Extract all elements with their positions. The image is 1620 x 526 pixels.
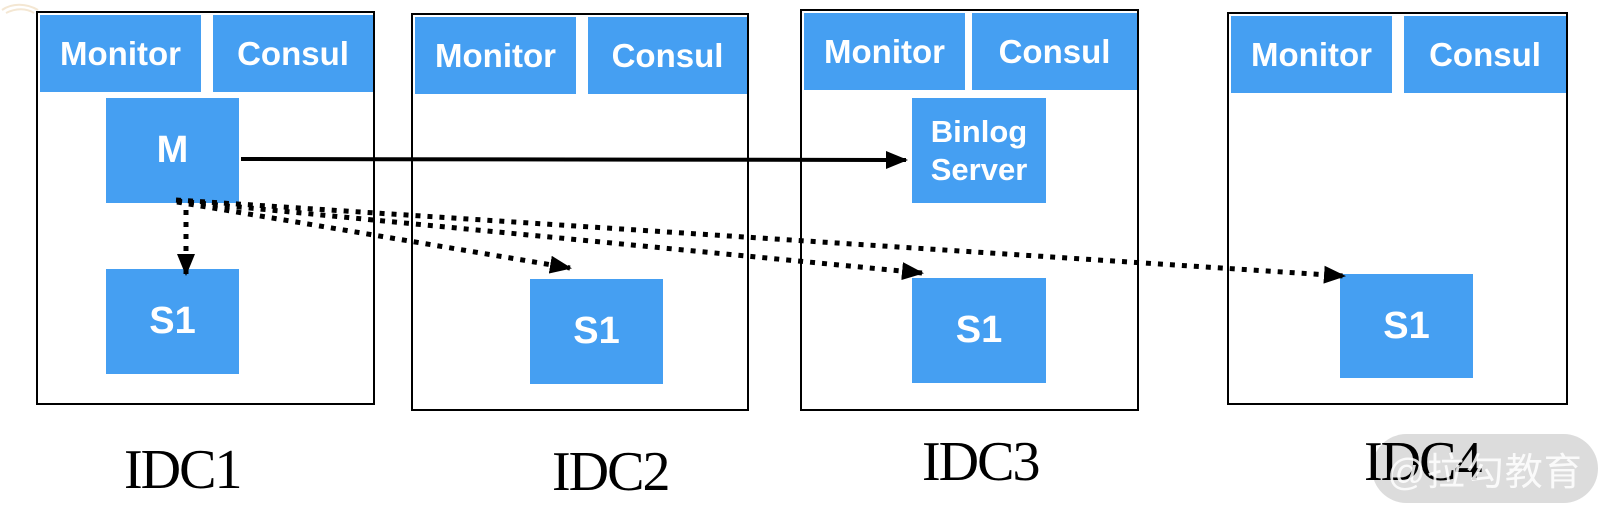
idc4-label: IDC4 [1364,431,1482,493]
idc3-monitor-box: Monitor [804,13,965,90]
idc3-monitor-label: Monitor [824,32,945,70]
watermark-text: @拉勾教育 [1387,452,1583,494]
idc1-monitor-box: Monitor [40,15,201,92]
stray-watermark-artifact [1,3,39,14]
idc3-consul-box: Consul [972,13,1137,90]
idc2-consul-label: Consul [611,36,724,74]
idc4-slave-label: S1 [1383,304,1430,347]
idc1-master-label: M [156,129,189,171]
idc1-monitor-label: Monitor [60,34,181,72]
idc3-slave-node: S1 [912,278,1046,383]
idc4-monitor-box: Monitor [1231,16,1392,93]
idc4-consul-box: Consul [1404,16,1566,93]
idc3-label: IDC3 [922,431,1040,493]
idc2-monitor-label: Monitor [435,36,556,74]
idc3-consul-label: Consul [998,32,1111,70]
idc3-box: Monitor Consul Binlog Server S1 [800,9,1139,411]
idc2-slave-node: S1 [530,279,663,384]
idc1-slave-node: S1 [106,269,239,374]
watermark-pill [1372,434,1598,503]
idc1-slave-label: S1 [149,300,196,342]
idc1-label: IDC1 [124,439,242,501]
idc1-master-node: M [106,98,239,203]
idc4-slave-node: S1 [1340,274,1473,378]
idc4-box: Monitor Consul S1 [1227,12,1568,405]
idc3-slave-label: S1 [955,309,1003,351]
idc1-consul-label: Consul [237,34,349,72]
idc4-monitor-label: Monitor [1251,35,1372,73]
idc3-binlog-server-node: Binlog Server [912,98,1046,203]
idc2-label: IDC2 [552,441,670,503]
idc2-box: Monitor Consul S1 [411,13,749,411]
idc2-monitor-box: Monitor [415,17,576,94]
idc2-consul-box: Consul [588,17,747,94]
idc3-binlog-server-label: Binlog Server [930,113,1028,187]
idc2-slave-label: S1 [573,310,620,352]
idc1-box: Monitor Consul M S1 [36,11,375,405]
idc1-consul-box: Consul [213,15,373,92]
idc4-consul-label: Consul [1429,35,1541,73]
